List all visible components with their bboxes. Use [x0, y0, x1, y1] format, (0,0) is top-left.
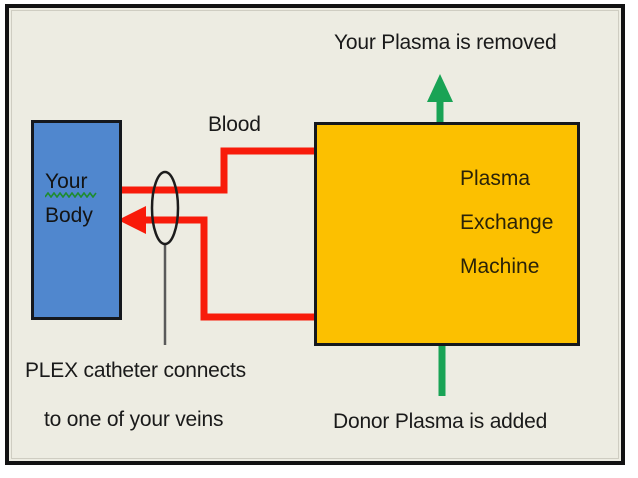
spellcheck-squiggle-icon — [45, 192, 97, 198]
catheter-caption-line2: to one of your veins — [44, 408, 224, 431]
machine-label-line2: Exchange — [460, 211, 554, 234]
plasma-removed-arrowhead — [427, 74, 453, 102]
blood-left-arrowhead — [118, 206, 146, 234]
machine-label-line1: Plasma — [460, 167, 531, 190]
blood-label: Blood — [208, 113, 261, 136]
your-body-label: Your Body — [45, 165, 115, 233]
plex-catheter — [150, 170, 180, 345]
plasma-exchange-machine-label: Plasma Exchange Machine — [460, 157, 553, 289]
machine-label-line3: Machine — [460, 255, 540, 278]
plasma-exchange-machine-box — [314, 122, 580, 346]
plasma-removed-label: Your Plasma is removed — [334, 31, 557, 54]
donor-plasma-added-label: Donor Plasma is added — [333, 410, 548, 433]
catheter-caption-line1: PLEX catheter connects — [25, 359, 246, 382]
your-body-box — [31, 120, 122, 320]
your-body-label-line2: Body — [45, 204, 93, 227]
your-body-label-line1: Your — [45, 170, 88, 193]
blood-return-path — [118, 206, 366, 321]
